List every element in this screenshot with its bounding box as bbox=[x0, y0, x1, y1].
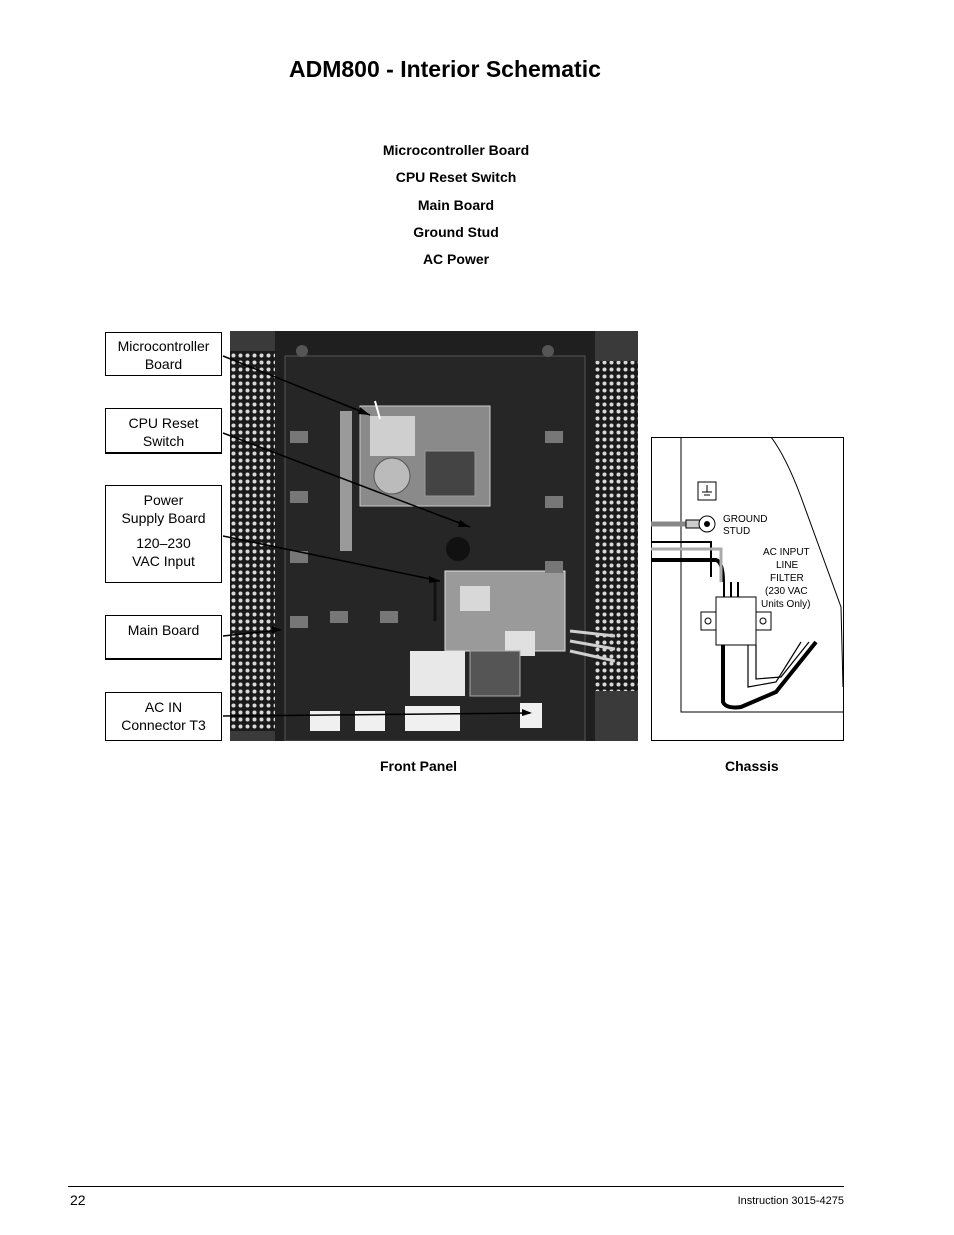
callout-main-board: Main Board bbox=[105, 615, 222, 660]
callout-microcontroller-board: Microcontroller Board bbox=[105, 332, 222, 376]
component-list-item: CPU Reset Switch bbox=[395, 169, 517, 186]
chassis-label: STUD bbox=[723, 526, 750, 537]
callout-cpu-reset-switch: CPU Reset Switch bbox=[105, 408, 222, 454]
callout-ac-in-connector: AC IN Connector T3 bbox=[105, 692, 222, 741]
caption-front-panel: Front Panel bbox=[380, 758, 458, 774]
caption-chassis: Chassis bbox=[725, 758, 779, 774]
chassis-label: FILTER bbox=[770, 573, 804, 584]
footer-rule bbox=[68, 1186, 844, 1187]
chassis-label: LINE bbox=[776, 560, 799, 571]
document-reference: Instruction 3015-4275 bbox=[737, 1195, 844, 1207]
front-panel-illustration bbox=[230, 331, 638, 742]
chassis-label: (230 VAC bbox=[765, 586, 808, 597]
chassis-illustration: GROUND STUD AC INPUT LINE FILTER (230 VA… bbox=[651, 436, 844, 741]
component-list-item: Microcontroller Board bbox=[382, 142, 530, 158]
component-list-item: AC Power bbox=[422, 251, 490, 268]
front-panel-photo bbox=[230, 331, 638, 742]
chassis-label: AC INPUT bbox=[763, 547, 810, 558]
page-number: 22 bbox=[70, 1192, 86, 1208]
component-list-item: Ground Stud bbox=[413, 223, 499, 240]
chassis-label: GROUND bbox=[723, 514, 767, 525]
page-title: ADM800 - Interior Schematic bbox=[289, 56, 601, 82]
chassis-drawing: GROUND STUD AC INPUT LINE FILTER (230 VA… bbox=[651, 436, 844, 741]
callout-power-supply-board: Power Supply Board 120–230 VAC Input bbox=[105, 485, 222, 583]
component-list-item: Main Board bbox=[417, 196, 495, 213]
chassis-label: Units Only) bbox=[761, 599, 810, 610]
component-list: Microcontroller Board CPU Reset Switch M… bbox=[356, 140, 556, 276]
